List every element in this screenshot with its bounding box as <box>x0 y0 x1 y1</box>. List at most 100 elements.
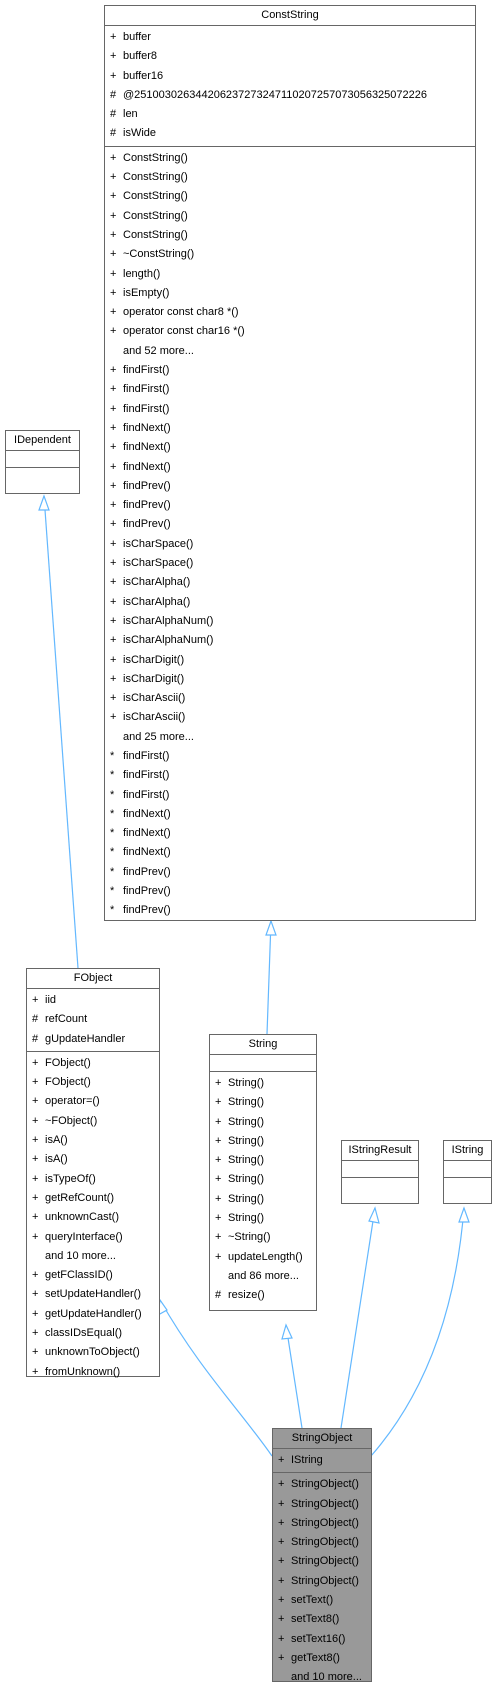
stringobject-method[interactable]: +StringObject() <box>273 1533 371 1552</box>
class-fobject[interactable]: FObject+iid#refCount#gUpdateHandler+FObj… <box>26 968 160 1378</box>
fobject-attribute[interactable]: #refCount <box>27 1010 159 1029</box>
conststring-method[interactable]: +operator const char16 *() <box>105 322 475 341</box>
conststring-method[interactable]: *findFirst() <box>105 747 475 766</box>
conststring-method[interactable]: +length() <box>105 265 475 284</box>
string-method[interactable]: #resize() <box>210 1286 316 1305</box>
conststring-method[interactable]: +ConstString() <box>105 187 475 206</box>
conststring-method[interactable]: *findPrev() <box>105 901 475 920</box>
visibility-marker: + <box>110 228 117 241</box>
fobject-method[interactable]: +isA() <box>27 1150 159 1169</box>
fobject-method[interactable]: +queryInterface() <box>27 1228 159 1247</box>
string-method[interactable]: and 86 more... <box>210 1267 316 1286</box>
fobject-method[interactable]: +~FObject() <box>27 1112 159 1131</box>
fobject-method[interactable]: and 10 more... <box>27 1247 159 1266</box>
conststring-attribute[interactable]: #@25100302634420623727324711020725707305… <box>105 86 475 105</box>
string-method[interactable]: +String() <box>210 1209 316 1228</box>
conststring-method[interactable]: +ConstString() <box>105 226 475 245</box>
conststring-attribute[interactable]: #isWide <box>105 124 475 143</box>
conststring-method[interactable]: *findFirst() <box>105 766 475 785</box>
conststring-method[interactable]: +findPrev() <box>105 515 475 534</box>
conststring-method[interactable]: +findFirst() <box>105 400 475 419</box>
string-method[interactable]: +String() <box>210 1074 316 1093</box>
conststring-method[interactable]: +ConstString() <box>105 149 475 168</box>
conststring-method[interactable]: +~ConstString() <box>105 245 475 264</box>
conststring-method[interactable]: *findNext() <box>105 824 475 843</box>
stringobject-method[interactable]: +setText() <box>273 1591 371 1610</box>
string-method[interactable]: +String() <box>210 1132 316 1151</box>
fobject-method[interactable]: +getFClassID() <box>27 1266 159 1285</box>
conststring-method[interactable]: +findPrev() <box>105 477 475 496</box>
conststring-method[interactable]: +isCharAscii() <box>105 689 475 708</box>
string-method[interactable]: +String() <box>210 1113 316 1132</box>
string-method[interactable]: +String() <box>210 1093 316 1112</box>
conststring-method[interactable]: +isCharSpace() <box>105 554 475 573</box>
conststring-attribute[interactable]: +buffer8 <box>105 47 475 66</box>
conststring-method[interactable]: +ConstString() <box>105 168 475 187</box>
conststring-method[interactable]: +operator const char8 *() <box>105 303 475 322</box>
fobject-method[interactable]: +operator=() <box>27 1092 159 1111</box>
stringobject-method[interactable]: +setText8() <box>273 1610 371 1629</box>
visibility-marker: + <box>32 1056 39 1069</box>
stringobject-method[interactable]: +StringObject() <box>273 1552 371 1571</box>
string-method[interactable]: +String() <box>210 1170 316 1189</box>
conststring-method[interactable]: *findFirst() <box>105 786 475 805</box>
conststring-method[interactable]: +isCharAscii() <box>105 708 475 727</box>
fobject-attribute[interactable]: #gUpdateHandler <box>27 1030 159 1049</box>
class-idependent[interactable]: IDependent <box>5 430 80 494</box>
class-string[interactable]: String+String()+String()+String()+String… <box>209 1034 317 1311</box>
stringobject-method[interactable]: +StringObject() <box>273 1495 371 1514</box>
string-method[interactable]: +String() <box>210 1151 316 1170</box>
conststring-method[interactable]: +isCharAlpha() <box>105 573 475 592</box>
fobject-method[interactable]: +getRefCount() <box>27 1189 159 1208</box>
fobject-method[interactable]: +isTypeOf() <box>27 1170 159 1189</box>
conststring-method[interactable]: +findNext() <box>105 419 475 438</box>
conststring-method[interactable]: +isCharDigit() <box>105 651 475 670</box>
conststring-method[interactable]: and 25 more... <box>105 728 475 747</box>
conststring-method[interactable]: +findNext() <box>105 458 475 477</box>
stringobject-method[interactable]: +StringObject() <box>273 1475 371 1494</box>
string-method[interactable]: +String() <box>210 1190 316 1209</box>
fobject-method[interactable]: +classIDsEqual() <box>27 1324 159 1343</box>
fobject-method[interactable]: +FObject() <box>27 1073 159 1092</box>
string-method[interactable]: +~String() <box>210 1228 316 1247</box>
conststring-attribute[interactable]: +buffer <box>105 28 475 47</box>
class-stringobject[interactable]: StringObject+IString+StringObject()+Stri… <box>272 1428 372 1683</box>
conststring-method[interactable]: +isCharSpace() <box>105 535 475 554</box>
class-conststring[interactable]: ConstString+buffer+buffer8+buffer16#@251… <box>104 5 476 921</box>
fobject-method[interactable]: +unknownToObject() <box>27 1343 159 1362</box>
class-istring[interactable]: IString <box>443 1140 492 1204</box>
conststring-method[interactable]: +findNext() <box>105 438 475 457</box>
conststring-method[interactable]: *findNext() <box>105 805 475 824</box>
fobject-method[interactable]: +FObject() <box>27 1054 159 1073</box>
stringobject-method[interactable]: +StringObject() <box>273 1514 371 1533</box>
conststring-method[interactable]: +isEmpty() <box>105 284 475 303</box>
conststring-method[interactable]: +isCharAlphaNum() <box>105 631 475 650</box>
stringobject-method[interactable]: and 10 more... <box>273 1668 371 1687</box>
conststring-method[interactable]: +isCharDigit() <box>105 670 475 689</box>
stringobject-method[interactable]: +StringObject() <box>273 1572 371 1591</box>
fobject-method[interactable]: +setUpdateHandler() <box>27 1285 159 1304</box>
conststring-method[interactable]: +findFirst() <box>105 361 475 380</box>
conststring-attribute[interactable]: +buffer16 <box>105 67 475 86</box>
conststring-method[interactable]: +isCharAlpha() <box>105 593 475 612</box>
stringobject-attribute[interactable]: +IString <box>273 1451 371 1470</box>
stringobject-method[interactable]: +getText8() <box>273 1649 371 1668</box>
conststring-method[interactable]: *findPrev() <box>105 863 475 882</box>
conststring-method[interactable]: *findPrev() <box>105 882 475 901</box>
conststring-method[interactable]: +ConstString() <box>105 207 475 226</box>
fobject-method[interactable]: +unknownCast() <box>27 1208 159 1227</box>
conststring-attribute[interactable]: #len <box>105 105 475 124</box>
conststring-method[interactable]: +findPrev() <box>105 496 475 515</box>
member-name: and 52 more... <box>123 344 194 357</box>
conststring-method[interactable]: +findFirst() <box>105 380 475 399</box>
conststring-method[interactable]: *findNext() <box>105 843 475 862</box>
fobject-method[interactable]: +isA() <box>27 1131 159 1150</box>
fobject-method[interactable]: +getUpdateHandler() <box>27 1305 159 1324</box>
fobject-attribute[interactable]: +iid <box>27 991 159 1010</box>
conststring-method[interactable]: and 52 more... <box>105 342 475 361</box>
stringobject-method[interactable]: +setText16() <box>273 1630 371 1649</box>
class-istringresult[interactable]: IStringResult <box>341 1140 419 1204</box>
fobject-method[interactable]: +fromUnknown() <box>27 1363 159 1382</box>
conststring-method[interactable]: +isCharAlphaNum() <box>105 612 475 631</box>
string-method[interactable]: +updateLength() <box>210 1248 316 1267</box>
